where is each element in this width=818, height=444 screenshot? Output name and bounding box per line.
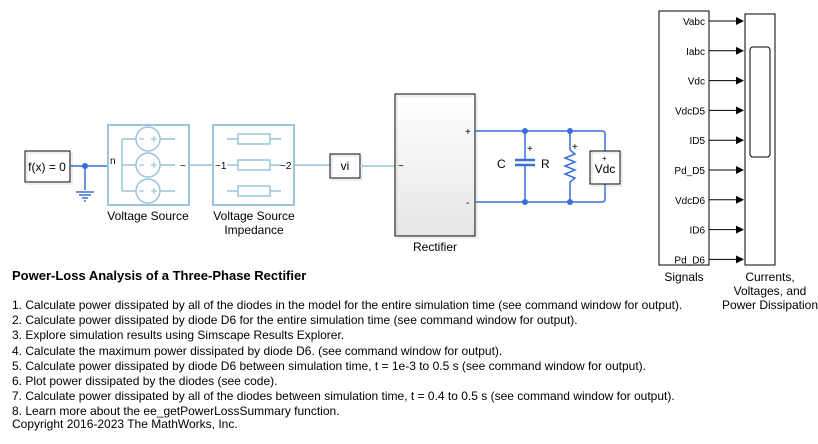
ground-icon xyxy=(76,191,94,202)
step-link[interactable]: 1. Calculate power dissipated by all of … xyxy=(12,298,683,312)
signal-port-label: ID6 xyxy=(689,226,705,237)
constant-block[interactable]: f(x) = 0 xyxy=(24,150,73,185)
signal-port-label: VdcD5 xyxy=(675,106,705,117)
signals-label: Signals xyxy=(664,270,703,284)
signal-port-label: Vabc xyxy=(683,17,705,28)
vdc-label: Vdc xyxy=(595,162,616,176)
signal-port-label: Pd_D6 xyxy=(674,255,705,266)
constant-label: f(x) = 0 xyxy=(28,160,66,174)
scope-label-line2: Voltages, and xyxy=(734,284,807,298)
step-link[interactable]: 3. Explore simulation results using Sims… xyxy=(12,328,345,343)
annotation-title: Power-Loss Analysis of a Three-Phase Rec… xyxy=(12,268,307,283)
rectifier-port-ac: ~ xyxy=(398,161,404,172)
impedance-label-line2: Impedance xyxy=(224,223,284,237)
resistor-icon[interactable] xyxy=(562,149,578,183)
signal-port-label: Pd_D5 xyxy=(674,166,705,177)
step-link[interactable]: 5. Calculate power dissipated by diode D… xyxy=(12,358,647,373)
signal-port-label: VdcD6 xyxy=(675,196,705,207)
step-link[interactable]: 2. Calculate power dissipated by diode D… xyxy=(12,313,578,328)
junction-dot xyxy=(82,163,88,169)
port-2-label: ~2 xyxy=(280,161,292,172)
physical-connection[interactable] xyxy=(70,165,108,190)
resistor-label: R xyxy=(541,157,550,171)
voltage-source-block[interactable] xyxy=(107,124,190,206)
scope-screen-icon xyxy=(749,46,771,158)
rectifier-label: Rectifier xyxy=(413,240,457,254)
rectifier-port-minus: - xyxy=(466,198,469,209)
dc-bus-wiring[interactable] xyxy=(475,130,606,203)
signal-port-label: Iabc xyxy=(686,47,705,58)
junction-dots xyxy=(522,128,573,205)
step-link[interactable]: 7. Calculate power dissipated by all of … xyxy=(12,389,675,404)
vi-block[interactable]: vi xyxy=(329,153,363,181)
capacitor-label: C xyxy=(497,157,506,171)
vi-label: vi xyxy=(341,159,350,173)
scope-label-line1: Currents, xyxy=(745,270,794,284)
annotation-steps: 1. Calculate power dissipated by all of … xyxy=(12,298,682,420)
port-1-label: ~1 xyxy=(215,161,227,172)
cap-plus: + xyxy=(527,144,533,155)
port-n-label: n xyxy=(110,156,116,167)
res-plus: + xyxy=(572,142,578,153)
copyright-text: Copyright 2016-2023 The MathWorks, Inc. xyxy=(12,417,238,431)
step-link[interactable]: 4. Calculate the maximum power dissipate… xyxy=(12,343,503,358)
port-ac-label: ~ xyxy=(180,161,186,172)
capacitor-icon[interactable] xyxy=(515,158,535,167)
rectifier-block[interactable] xyxy=(394,93,478,239)
vdc-plus: + xyxy=(602,154,607,163)
scope-label-line3: Power Dissipation xyxy=(722,298,818,312)
vdc-sensor-block[interactable]: Vdc xyxy=(589,150,623,187)
voltage-source-label: Voltage Source xyxy=(107,209,189,223)
step-link[interactable]: 6. Plot power dissipated by the diodes (… xyxy=(12,374,278,389)
signal-port-label: ID5 xyxy=(689,136,705,147)
step-link[interactable]: 8. Learn more about the ee_getPowerLossS… xyxy=(12,404,340,419)
impedance-label-line1: Voltage Source xyxy=(213,209,295,223)
rectifier-port-plus: + xyxy=(465,127,471,138)
signals-block[interactable] xyxy=(658,10,710,266)
scope-block[interactable] xyxy=(744,13,776,266)
signal-port-label: Vdc xyxy=(688,77,705,88)
